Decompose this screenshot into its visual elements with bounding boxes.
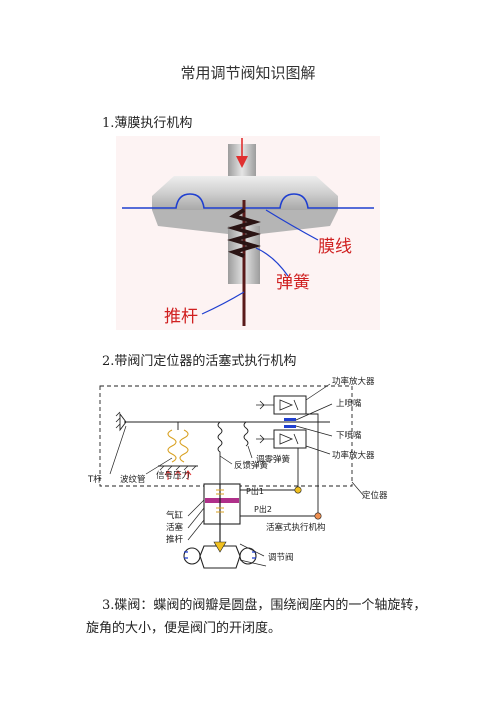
butterfly-valve-paragraph: 3.碟阀：蝶阀的阀瓣是圆盘，围绕阀座内的一个轴旋转， 旋角的大小，便是阀门的开闭… <box>86 594 442 640</box>
feedback-spring <box>217 421 223 464</box>
feedback-spring-label: 反馈弹簧 <box>234 460 269 471</box>
upper-housing <box>152 176 338 210</box>
signal-arrow-icon <box>174 470 182 480</box>
piston-label: 活塞 <box>166 522 184 533</box>
diaphragm-actuator-figure: 膜线 弹簧 推杆 <box>116 136 380 330</box>
section-heading-diaphragm: 1.薄膜执行机构 <box>102 116 193 131</box>
membrane-line <box>122 193 374 209</box>
bellows <box>167 429 189 463</box>
cylinder-label: 气缸 <box>166 510 184 521</box>
piston-actuator-label: 活塞式执行机构 <box>266 522 326 533</box>
pivot-icon <box>119 412 127 432</box>
push-rod-label-2: 推杆 <box>166 534 184 545</box>
zero-spring <box>243 421 249 447</box>
upper-nozzle <box>284 418 296 421</box>
piston-actuator-figure: 功率放大器 上喷嘴 下喷嘴 功率放大器 调零弹簧 反馈弹簧 T杆 波纹管 信号压… <box>87 376 388 569</box>
lower-nozzle-label: 下喷嘴 <box>336 430 362 441</box>
bellows-label: 波纹管 <box>120 474 146 485</box>
p-out-line <box>240 413 319 517</box>
power-amp-top-block <box>273 395 307 415</box>
force-arrow-icon <box>236 156 248 168</box>
signal-pressure-label: 信号压力 <box>156 470 190 481</box>
page-title: 常用调节阀知识图解 <box>180 64 316 82</box>
push-rod-pointer <box>201 291 245 315</box>
p-out-label: P出2 <box>254 504 272 514</box>
paragraph-line-2: 旋角的大小，便是阀门的开闭度。 <box>86 621 282 636</box>
positioner-enclosure <box>99 385 353 487</box>
push-rod-label: 推杆 <box>164 307 198 327</box>
valve-plug-icon <box>213 541 227 553</box>
spring <box>227 208 261 258</box>
lower-nozzle <box>284 425 296 428</box>
cylinder <box>203 483 241 525</box>
positioner-label: 定位器 <box>362 490 388 501</box>
zero-spring-label: 调零弹簧 <box>256 454 291 465</box>
p-in-label: P出1 <box>246 486 264 496</box>
signal-arrow-icon <box>184 470 192 480</box>
p-out-port-icon <box>314 512 322 520</box>
spring-pointer <box>255 247 289 277</box>
lever-label: T杆 <box>87 474 102 485</box>
power-amp-bottom-block <box>273 429 307 449</box>
power-amp-top-label: 功率放大器 <box>332 376 375 387</box>
control-valve-label: 调节阀 <box>268 553 294 563</box>
membrane-pointer <box>265 209 319 241</box>
paragraph-line-1: 3.碟阀：蝶阀的阀瓣是圆盘，围绕阀座内的一个轴旋转， <box>102 598 427 613</box>
piston <box>205 498 239 503</box>
membrane-label: 膜线 <box>318 237 352 257</box>
spring-label: 弹簧 <box>276 273 310 293</box>
p-in-port-icon <box>294 486 302 494</box>
power-amp-bottom-label: 功率放大器 <box>332 450 375 461</box>
signal-arrow-icon <box>164 470 172 480</box>
section-heading-piston: 2.带阀门定位器的活塞式执行机构 <box>102 354 297 369</box>
upper-nozzle-label: 上喷嘴 <box>336 398 362 409</box>
